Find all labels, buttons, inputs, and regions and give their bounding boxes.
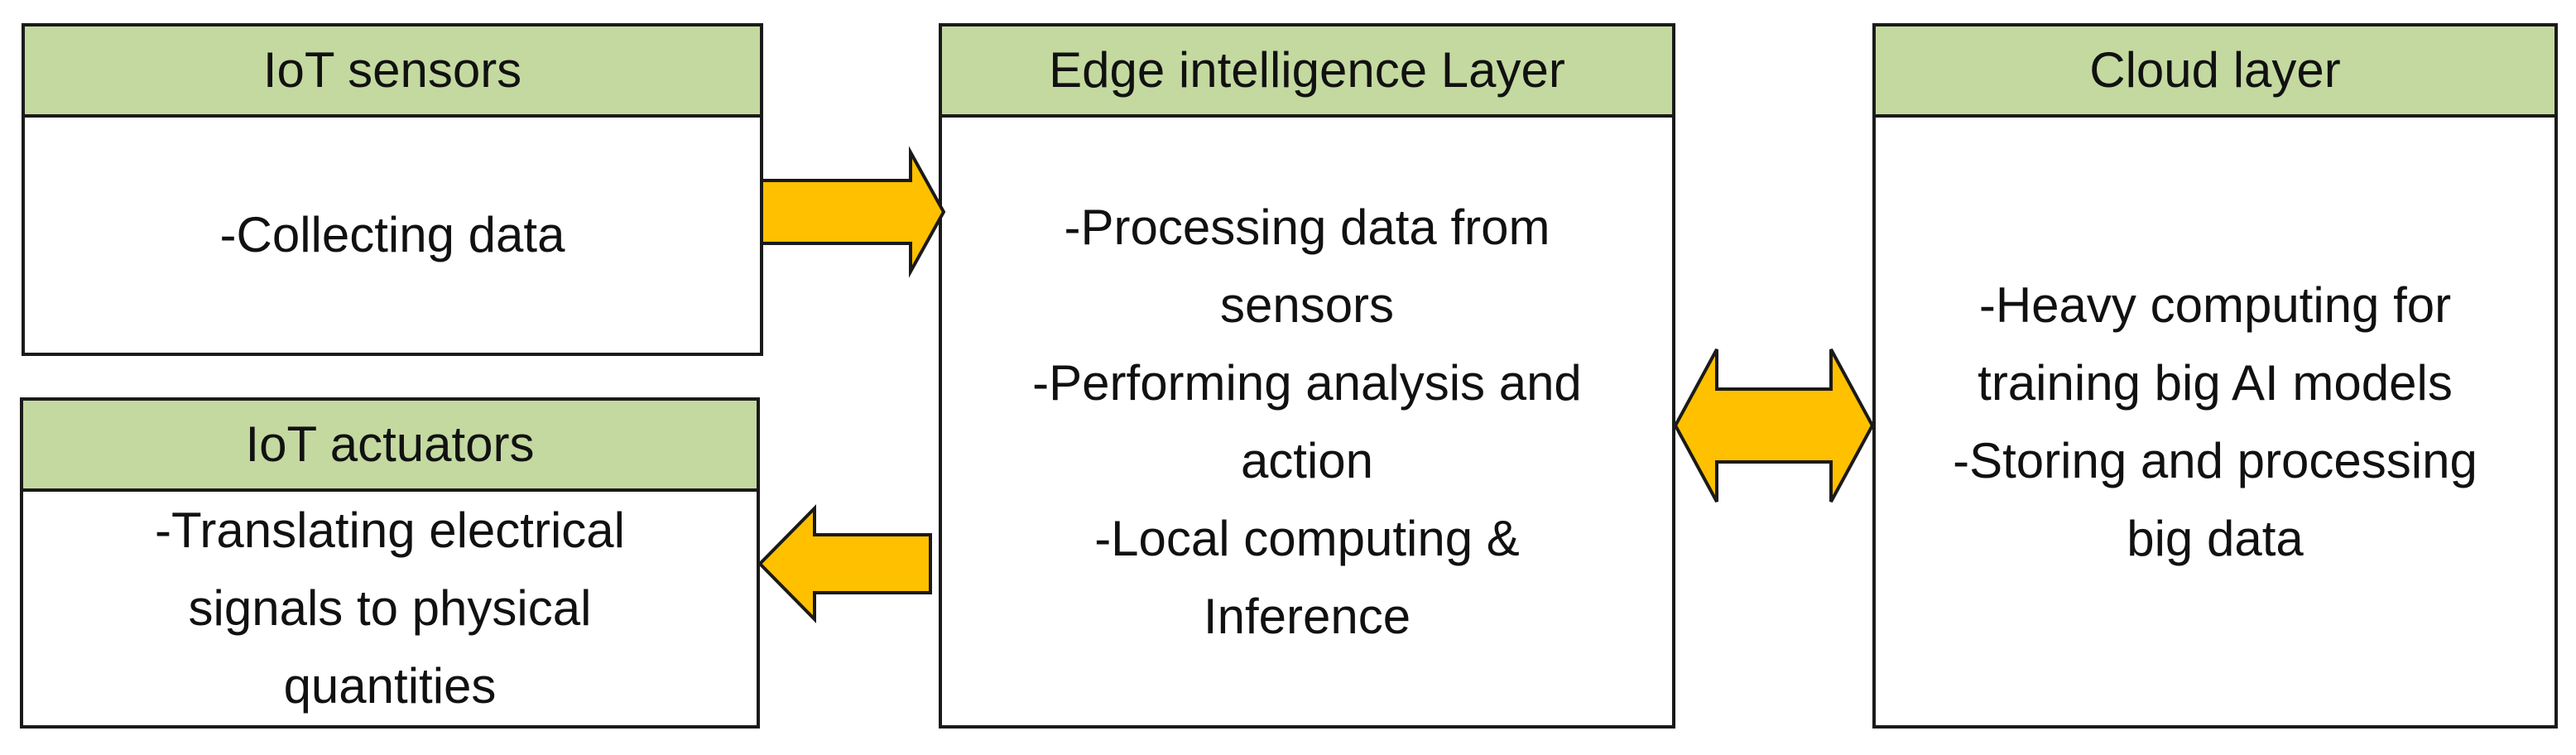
- cloud-layer-box: Cloud layer -Heavy computing for trainin…: [1872, 23, 2558, 729]
- iot-actuators-line-2: signals to physical: [188, 580, 592, 636]
- cloud-layer-title: Cloud layer: [1876, 26, 2554, 118]
- iot-actuators-line-1: -Translating electrical: [155, 503, 625, 558]
- edge-layer-line-1: -Processing data from: [1064, 200, 1550, 255]
- edge-layer-line-4: action: [1240, 433, 1374, 488]
- iot-sensors-line-1: -Collecting data: [219, 207, 565, 262]
- edge-layer-line-5: -Local computing &: [1094, 511, 1520, 566]
- edge-layer-body: -Processing data from sensors -Performin…: [942, 118, 1672, 725]
- edge-layer-line-3: -Performing analysis and: [1032, 355, 1582, 411]
- edge-layer-box: Edge intelligence Layer -Processing data…: [939, 23, 1675, 729]
- iot-sensors-box: IoT sensors -Collecting data: [22, 23, 763, 356]
- cloud-layer-line-2: training big AI models: [1978, 355, 2453, 411]
- sensors-to-edge-arrow: [760, 146, 946, 278]
- edge-layer-line-2: sensors: [1219, 277, 1395, 333]
- double-arrow-icon: [1673, 349, 1875, 503]
- iot-sensors-body: -Collecting data: [25, 118, 760, 353]
- edge-layer-title: Edge intelligence Layer: [942, 26, 1672, 118]
- edge-layer-line-6: Inference: [1203, 589, 1411, 644]
- cloud-layer-line-3: -Storing and processing: [1953, 433, 2477, 488]
- cloud-layer-line-4: big data: [2127, 511, 2304, 566]
- iot-actuators-line-3: quantities: [283, 658, 497, 714]
- right-arrow-icon: [760, 146, 946, 278]
- edge-to-actuators-arrow: [757, 504, 932, 623]
- edge-cloud-arrow: [1673, 349, 1875, 503]
- iot-actuators-box: IoT actuators -Translating electrical si…: [20, 397, 760, 729]
- left-arrow-icon: [757, 504, 932, 623]
- iot-actuators-title: IoT actuators: [23, 401, 757, 492]
- cloud-layer-line-1: -Heavy computing for: [1978, 277, 2452, 333]
- cloud-layer-body: -Heavy computing for training big AI mod…: [1876, 118, 2554, 725]
- iot-actuators-body: -Translating electrical signals to physi…: [23, 492, 757, 725]
- iot-sensors-title: IoT sensors: [25, 26, 760, 118]
